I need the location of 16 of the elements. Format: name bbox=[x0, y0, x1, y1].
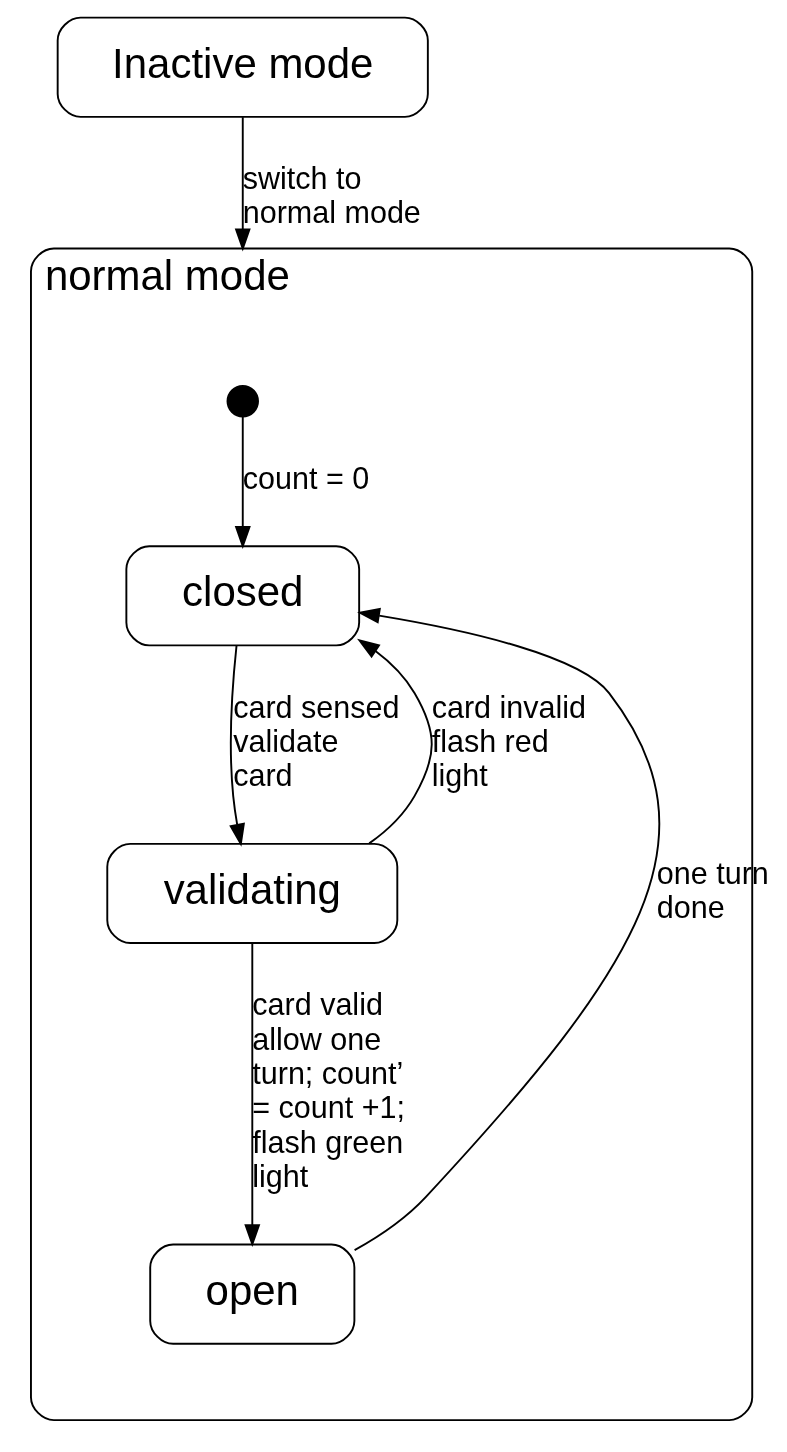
edge-label: card invalid flash red light bbox=[431, 689, 587, 792]
edge-label: card valid allow one turn; count’ = count +1; flash green light bbox=[252, 986, 405, 1193]
edge-label: switch to normal mode bbox=[242, 160, 421, 229]
arrow bbox=[244, 941, 261, 1247]
node-box: validating bbox=[106, 842, 399, 944]
arrow bbox=[353, 607, 660, 1251]
node-circle bbox=[226, 384, 259, 417]
arrow bbox=[229, 644, 245, 847]
edge-label: card sensed validate card bbox=[233, 689, 400, 792]
node-box: Inactive mode bbox=[56, 16, 429, 118]
arrow bbox=[234, 115, 251, 251]
edge-label: count = 0 bbox=[242, 460, 370, 495]
node-box: open bbox=[149, 1243, 356, 1345]
node-box: closed bbox=[125, 544, 361, 646]
arrow bbox=[357, 638, 433, 844]
arrow bbox=[234, 415, 251, 549]
